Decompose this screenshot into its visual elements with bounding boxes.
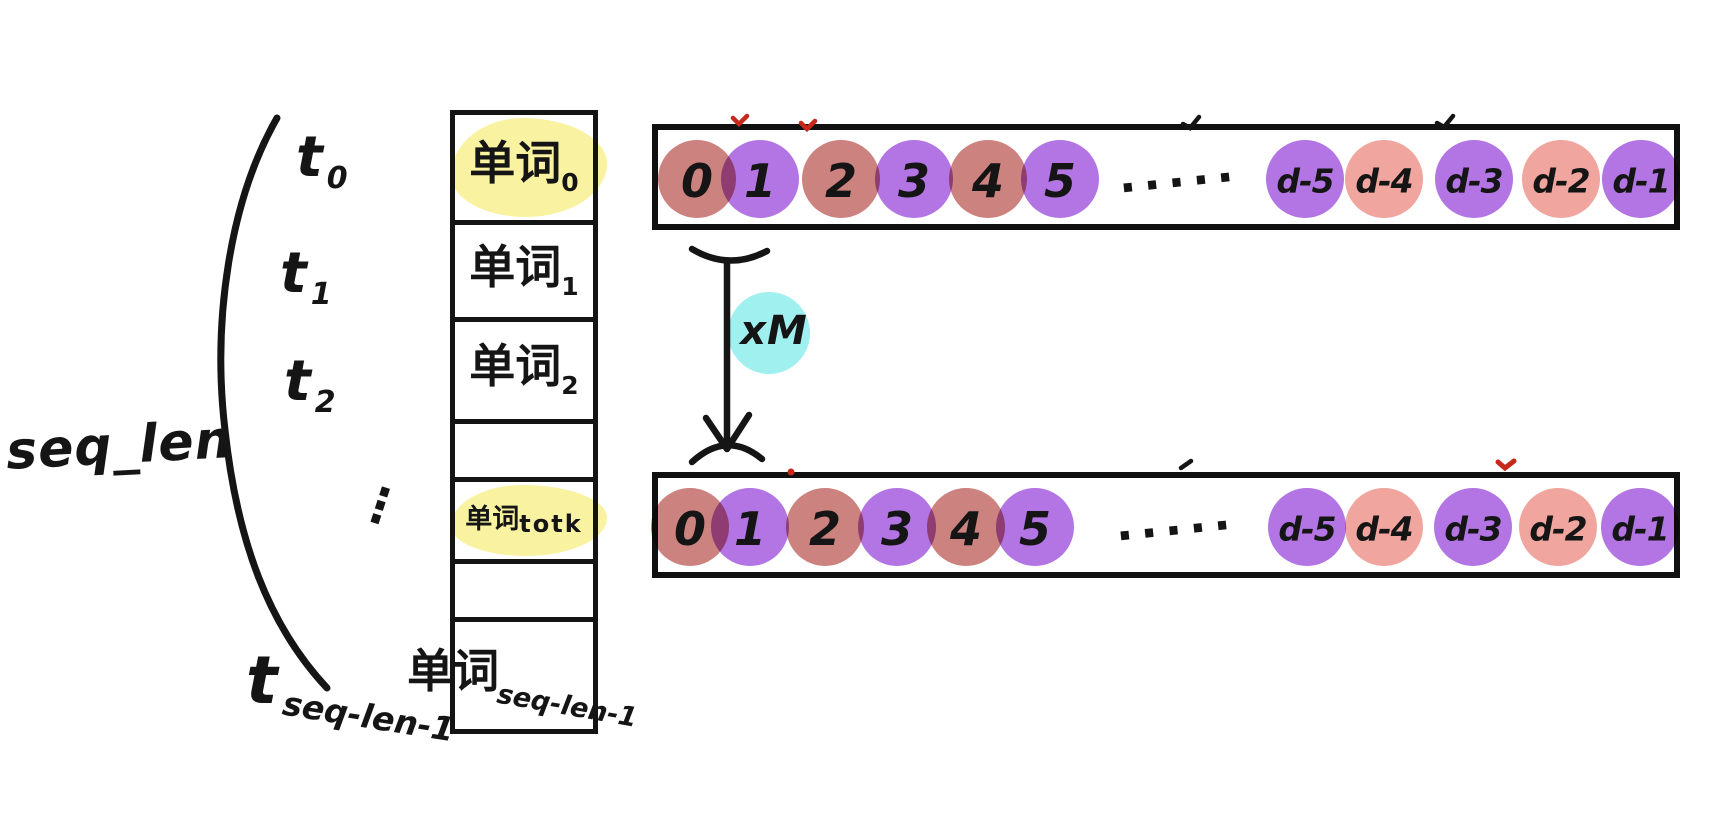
xm-label: xM [740, 308, 808, 354]
word-subscript: 1 [561, 271, 579, 301]
word-text: 单词totk [465, 503, 583, 538]
word-cell-0: 单词0 [451, 115, 607, 225]
time-step-base: t [296, 125, 323, 190]
vertical-ellipsis: ⋮ [348, 471, 412, 541]
word-subscript: seq-len-1 [494, 678, 640, 734]
dimension-label-0: 0 [673, 502, 707, 556]
dimension-label-d-5: d-5 [1278, 509, 1336, 549]
dimension-circle-1 [711, 488, 789, 566]
word-cell-empty [455, 564, 593, 622]
stray-red-check-1 [730, 113, 750, 128]
time-step-base: t [246, 642, 278, 719]
dimension-label-d-4: d-4 [1355, 509, 1413, 549]
dimension-ellipsis: ····· [1113, 496, 1241, 564]
dimension-circle-5 [1021, 140, 1099, 218]
dimension-circle-3 [875, 140, 953, 218]
yellow-highlight [451, 118, 607, 217]
dimension-label-4: 4 [949, 502, 983, 556]
time-step-base: t [280, 241, 307, 306]
dimension-circle-d-1 [1602, 140, 1680, 218]
dimension-circle-d-2 [1522, 140, 1600, 218]
dimension-circle-d-5 [1266, 140, 1344, 218]
dimension-circle-d-1 [1601, 488, 1679, 566]
time-step-subscript: 0 [326, 161, 348, 196]
dimension-label-2: 2 [808, 502, 842, 556]
dimension-circle-4 [949, 140, 1027, 218]
time-step-subscript: 1 [310, 277, 332, 312]
dimension-label-d-4: d-4 [1355, 161, 1413, 201]
dimension-circle-d-4 [1345, 488, 1423, 566]
xm-highlight-bubble [728, 292, 810, 374]
dimension-label-d-3: d-3 [1445, 161, 1503, 201]
dimension-circle-d-4 [1345, 140, 1423, 218]
dimension-circle-1 [721, 140, 799, 218]
dimension-label-5: 5 [1043, 154, 1077, 208]
word-text: 单词seq-len-1 [407, 643, 640, 734]
time-step-base: t [284, 349, 311, 414]
dimension-circle-2 [802, 140, 880, 218]
yellow-highlight [451, 485, 607, 556]
dimension-ellipsis: ····· [1116, 148, 1244, 216]
seq-len-label: seq_len [4, 410, 234, 482]
dimension-circle-d-3 [1434, 488, 1512, 566]
dimension-circle-5 [996, 488, 1074, 566]
dimension-label-0: 0 [680, 154, 714, 208]
arrow-top-arc [688, 245, 771, 264]
dimension-label-d-2: d-2 [1532, 161, 1590, 201]
arrow-head-wings [688, 442, 766, 466]
dimension-label-d-3: d-3 [1444, 509, 1502, 549]
dimension-label-5: 5 [1018, 502, 1052, 556]
dimension-label-4: 4 [971, 154, 1005, 208]
stray-black-tick [1178, 458, 1194, 471]
word-text: 单词1 [469, 239, 579, 301]
dimension-circle-d-3 [1435, 140, 1513, 218]
word-subscript: 0 [561, 168, 579, 197]
dimension-label-3: 3 [880, 502, 914, 556]
word-cell-empty [455, 424, 593, 482]
word-cell-1: 单词1 [455, 225, 593, 322]
dimension-label-d-2: d-2 [1529, 509, 1587, 549]
dimension-circle-d-5 [1268, 488, 1346, 566]
dimension-circle-d-2 [1519, 488, 1597, 566]
word-subscript: totk [519, 509, 583, 538]
dimension-label-d-1: d-1 [1611, 509, 1669, 549]
word-subscript: 2 [561, 371, 579, 400]
word-cell-2: 单词2 [455, 322, 593, 424]
word-text: 单词2 [469, 339, 579, 400]
dimension-label-d-1: d-1 [1612, 161, 1670, 201]
stray-red-check-3 [1495, 458, 1517, 472]
dimension-circle-3 [858, 488, 936, 566]
word-sequence-table: 单词0 单词1 单词2 单词totk 单词seq-len-1 [407, 110, 640, 734]
dimension-label-d-5: d-5 [1276, 161, 1334, 201]
time-step-subscript: 2 [314, 385, 336, 420]
dimension-circle-4 [927, 488, 1005, 566]
dimension-label-3: 3 [897, 154, 931, 208]
word-text: 单词0 [469, 136, 579, 197]
arrow-head [702, 411, 753, 453]
word-cell-seq-len-1: 单词seq-len-1 [407, 622, 640, 734]
dimension-label-1: 1 [743, 154, 777, 208]
word-cell-totk: 单词totk [451, 482, 607, 564]
dimension-circle-2 [786, 488, 864, 566]
dimension-label-1: 1 [733, 502, 767, 556]
dimension-label-2: 2 [824, 154, 858, 208]
